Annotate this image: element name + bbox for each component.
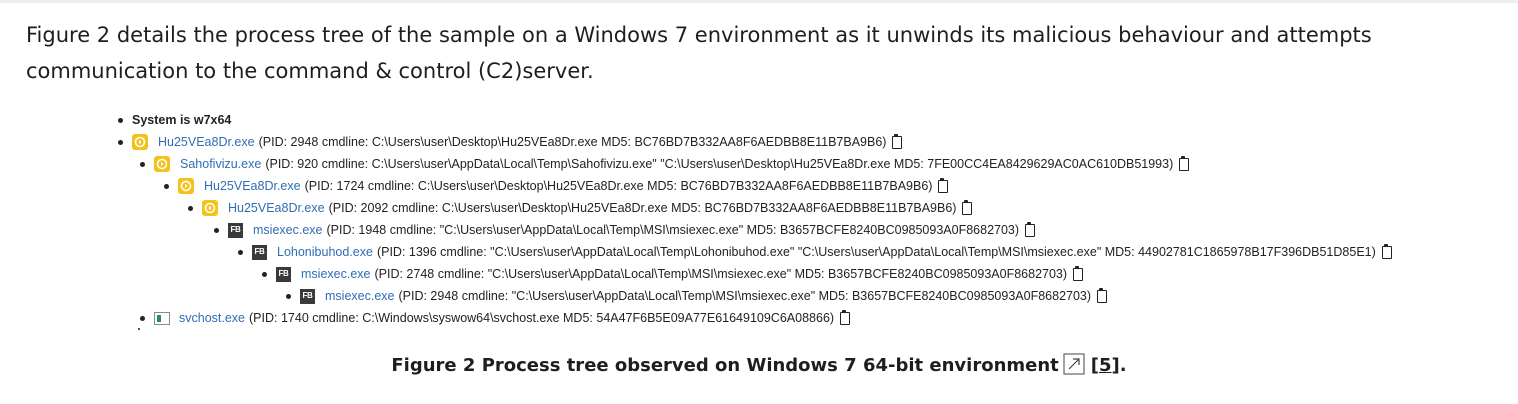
tree-row: FB msiexec.exe (PID: 2748 cmdline: "C:\U…	[262, 264, 1084, 284]
process-details: (PID: 1740 cmdline: C:\Windows\syswow64\…	[249, 311, 835, 325]
bullet-icon	[238, 249, 243, 255]
process-link[interactable]: Hu25VEa8Dr.exe	[228, 201, 325, 215]
clipboard-icon[interactable]	[892, 133, 903, 149]
process-link[interactable]: Sahofivizu.exe	[180, 157, 262, 171]
clipboard-icon[interactable]	[1073, 265, 1084, 281]
clipboard-icon[interactable]	[1179, 155, 1190, 171]
ref-close: ].	[1111, 355, 1127, 376]
top-divider	[0, 0, 1518, 3]
bullet-icon	[164, 183, 169, 189]
process-link[interactable]: msiexec.exe	[325, 289, 395, 303]
process-details: (PID: 1724 cmdline: C:\Users\user\Deskto…	[304, 179, 933, 193]
yellow-app-icon	[202, 200, 218, 216]
process-link[interactable]: svchost.exe	[179, 311, 246, 325]
external-link-icon[interactable]	[1063, 353, 1085, 384]
bullet-icon	[188, 205, 193, 211]
body-paragraph: Figure 2 details the process tree of the…	[26, 23, 1372, 83]
reference-link[interactable]: 5	[1099, 355, 1112, 376]
caption-text: Figure 2 Process tree observed on Window…	[391, 355, 1059, 376]
process-details: (PID: 1948 cmdline: "C:\Users\user\AppDa…	[326, 223, 1020, 237]
fb-icon: FB	[300, 288, 315, 304]
process-link[interactable]: msiexec.exe	[301, 267, 371, 281]
bullet-icon	[286, 293, 291, 299]
tree-row: Sahofivizu.exe (PID: 920 cmdline: C:\Use…	[140, 154, 1190, 174]
process-tree-figure: System is w7x64 Hu25VEa8Dr.exe (PID: 294…	[110, 106, 1470, 336]
bullet-icon	[214, 227, 219, 233]
service-icon	[154, 311, 170, 325]
system-label: System is w7x64	[132, 113, 232, 127]
process-link[interactable]: Lohonibuhod.exe	[277, 245, 373, 259]
process-link[interactable]: msiexec.exe	[253, 223, 323, 237]
clipboard-icon[interactable]	[1097, 287, 1108, 303]
yellow-app-icon	[154, 156, 170, 172]
process-details: (PID: 2948 cmdline: "C:\Users\user\AppDa…	[398, 289, 1092, 303]
process-details: (PID: 2748 cmdline: "C:\Users\user\AppDa…	[374, 267, 1068, 281]
tree-row: svchost.exe (PID: 1740 cmdline: C:\Windo…	[140, 308, 851, 328]
process-details: (PID: 1396 cmdline: "C:\Users\user\AppDa…	[376, 245, 1376, 259]
clipboard-icon[interactable]	[938, 177, 949, 193]
process-link[interactable]: Hu25VEa8Dr.exe	[204, 179, 301, 193]
bullet-icon	[118, 117, 123, 123]
clipboard-icon[interactable]	[840, 309, 851, 325]
clipboard-icon[interactable]	[1381, 243, 1392, 259]
fb-icon: FB	[228, 222, 243, 238]
ref-open: [	[1090, 355, 1099, 376]
fb-icon: FB	[252, 244, 267, 260]
clipboard-icon[interactable]	[1025, 221, 1036, 237]
figure-caption: Figure 2 Process tree observed on Window…	[0, 352, 1518, 384]
bullet-icon	[140, 315, 145, 321]
yellow-app-icon	[178, 178, 194, 194]
tree-row: FB msiexec.exe (PID: 2948 cmdline: "C:\U…	[286, 286, 1108, 306]
trailing-dot	[138, 328, 140, 330]
process-link[interactable]: Hu25VEa8Dr.exe	[158, 135, 255, 149]
tree-row: Hu25VEa8Dr.exe (PID: 2092 cmdline: C:\Us…	[188, 198, 973, 218]
bullet-icon	[118, 139, 123, 145]
bullet-icon	[262, 271, 267, 277]
yellow-app-icon	[132, 134, 148, 150]
tree-row: FB Lohonibuhod.exe (PID: 1396 cmdline: "…	[238, 242, 1392, 262]
tree-system-row: System is w7x64	[118, 110, 231, 130]
tree-row: Hu25VEa8Dr.exe (PID: 1724 cmdline: C:\Us…	[164, 176, 949, 196]
process-details: (PID: 2948 cmdline: C:\Users\user\Deskto…	[258, 135, 887, 149]
bullet-icon	[140, 161, 145, 167]
tree-row: FB msiexec.exe (PID: 1948 cmdline: "C:\U…	[214, 220, 1036, 240]
process-details: (PID: 2092 cmdline: C:\Users\user\Deskto…	[328, 201, 957, 215]
tree-row: Hu25VEa8Dr.exe (PID: 2948 cmdline: C:\Us…	[118, 132, 903, 152]
clipboard-icon[interactable]	[962, 199, 973, 215]
process-details: (PID: 920 cmdline: C:\Users\user\AppData…	[265, 157, 1174, 171]
fb-icon: FB	[276, 266, 291, 282]
